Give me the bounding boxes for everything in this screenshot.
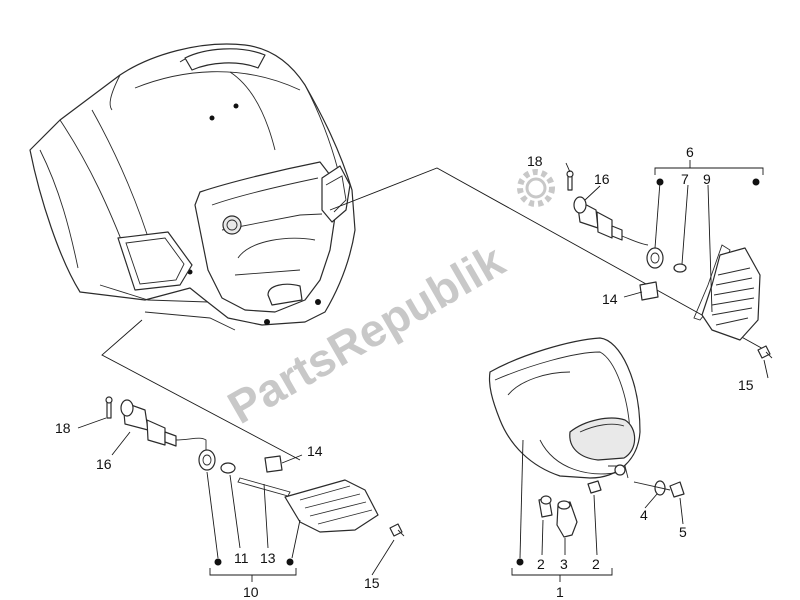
tail-light-lens — [569, 417, 636, 461]
screw-15-top — [757, 345, 773, 359]
right-turn-signal-assembly — [565, 160, 773, 379]
callout-18-top: 18 — [527, 153, 543, 169]
callout-15-top: 15 — [738, 377, 754, 393]
screw-18-top — [566, 170, 574, 191]
washer-7 — [673, 263, 687, 273]
callout-1: 1 — [556, 584, 564, 600]
tail-light-assembly — [488, 337, 685, 582]
callout-2-left: 2 — [537, 556, 545, 572]
callout-14-bottom: 14 — [307, 443, 323, 459]
bulb-socket-16-top — [573, 196, 649, 246]
washer-11 — [220, 462, 236, 474]
callout-2-right: 2 — [592, 556, 600, 572]
screw-15-bottom — [389, 523, 405, 537]
callout-labels: 18 16 6 7 9 14 15 18 16 14 11 13 10 15 2… — [55, 144, 754, 600]
callout-14-top: 14 — [602, 291, 618, 307]
clip-14-top — [639, 281, 659, 301]
screw-5 — [633, 481, 685, 498]
callout-5: 5 — [679, 524, 687, 540]
scooter-body — [29, 43, 356, 331]
bulb-2-left — [538, 495, 553, 518]
clip-14-bottom — [264, 455, 283, 473]
watermark-gear-icon — [517, 169, 555, 207]
callout-10: 10 — [243, 584, 259, 600]
screw-18-bottom — [105, 396, 113, 419]
bulb-2-right — [587, 480, 602, 494]
callout-15-bottom: 15 — [364, 575, 380, 591]
callout-16-top: 16 — [594, 171, 610, 187]
bulb-3 — [556, 500, 578, 538]
callout-11: 11 — [234, 550, 249, 566]
callout-13: 13 — [260, 550, 276, 566]
callout-6: 6 — [686, 144, 694, 160]
grommet-top — [646, 247, 664, 269]
callout-4: 4 — [640, 507, 648, 523]
callout-9: 9 — [703, 171, 711, 187]
callout-18-bottom: 18 — [55, 420, 71, 436]
callout-16-bottom: 16 — [96, 456, 112, 472]
grommet-bottom — [198, 449, 216, 471]
callout-7: 7 — [681, 171, 689, 187]
lens-bottom — [284, 479, 379, 533]
bulb-socket-16-bottom — [120, 399, 207, 452]
callout-3: 3 — [560, 556, 568, 572]
left-turn-signal-assembly — [77, 396, 405, 582]
lens-top — [701, 247, 761, 341]
